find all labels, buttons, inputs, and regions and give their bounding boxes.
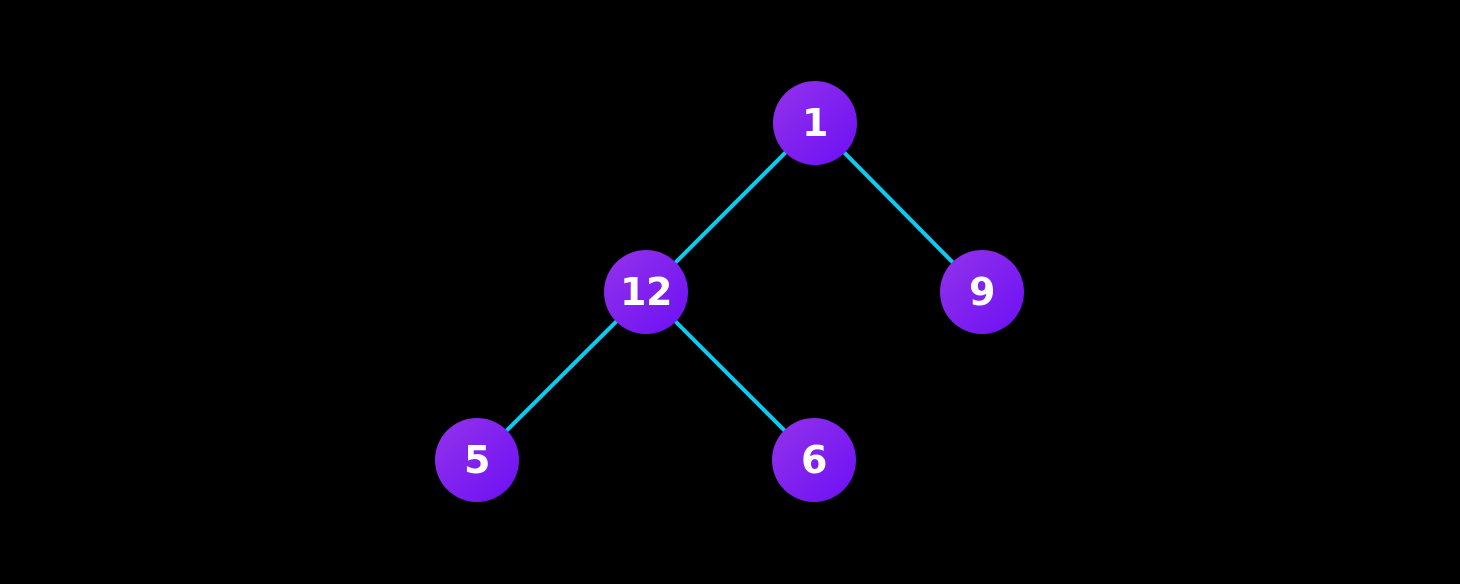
tree-node[interactable]: 1 bbox=[773, 81, 857, 165]
tree-node[interactable]: 12 bbox=[604, 250, 688, 334]
tree-node[interactable]: 5 bbox=[435, 418, 519, 502]
tree-node[interactable]: 6 bbox=[772, 418, 856, 502]
tree-node-label: 5 bbox=[464, 438, 490, 482]
tree-node-label: 12 bbox=[620, 270, 672, 314]
tree-node[interactable]: 9 bbox=[940, 250, 1024, 334]
tree-node-label: 1 bbox=[802, 101, 828, 145]
tree-node-label: 9 bbox=[969, 270, 995, 314]
tree-node-label: 6 bbox=[801, 438, 827, 482]
